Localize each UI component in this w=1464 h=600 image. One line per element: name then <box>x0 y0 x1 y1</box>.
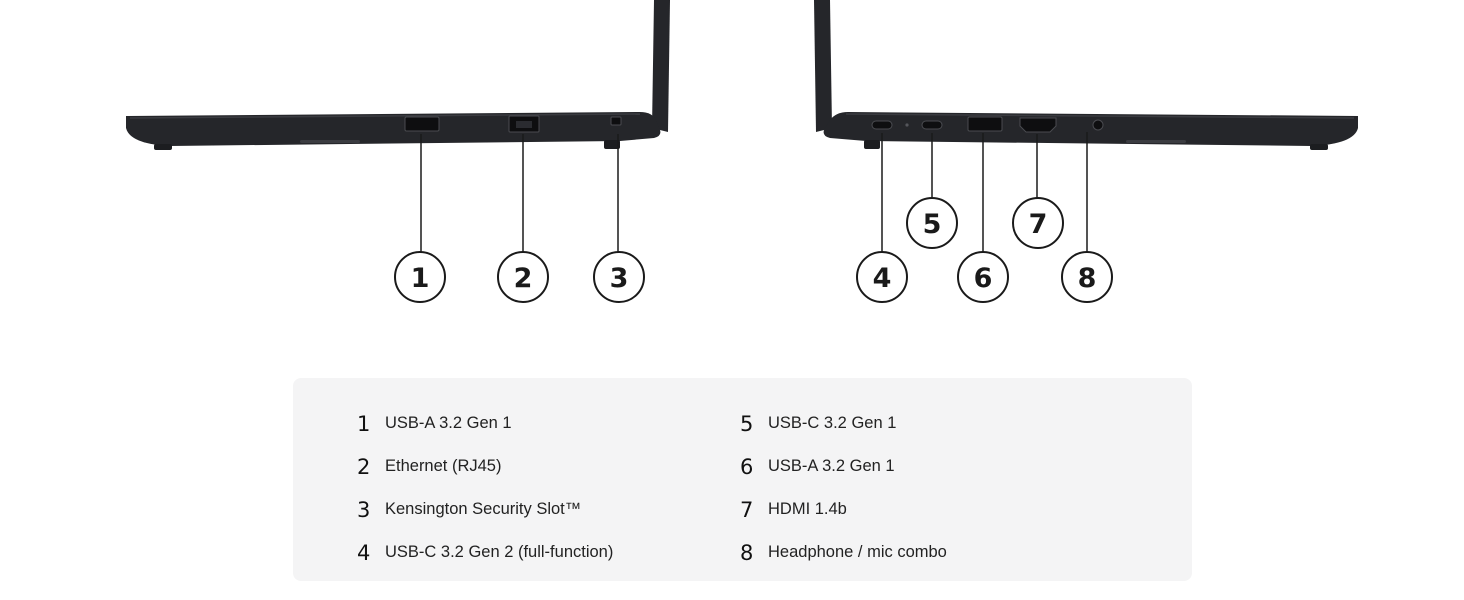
legend-label: USB-C 3.2 Gen 1 <box>768 414 897 432</box>
right-chassis <box>823 112 1358 146</box>
callout-number: 7 <box>1029 209 1048 240</box>
legend-item: 7 HDMI 1.4b <box>740 488 947 531</box>
callout-2: 2 <box>497 251 549 303</box>
legend-number: 8 <box>740 540 754 565</box>
port-hdmi <box>1019 117 1057 133</box>
port-usb-a-left <box>404 116 440 132</box>
port-usb-a-right <box>967 116 1003 132</box>
callout-5: 5 <box>906 197 958 249</box>
legend-item: 1 USB-A 3.2 Gen 1 <box>357 402 613 445</box>
legend-item: 8 Headphone / mic combo <box>740 531 947 574</box>
port-audio-jack <box>1092 119 1104 131</box>
legend-number: 4 <box>357 540 371 565</box>
legend-item: 6 USB-A 3.2 Gen 1 <box>740 445 947 488</box>
callout-6: 6 <box>957 251 1009 303</box>
callout-1: 1 <box>394 251 446 303</box>
legend-number: 3 <box>357 497 371 522</box>
legend-label: USB-C 3.2 Gen 2 (full-function) <box>385 543 614 561</box>
left-side-view <box>126 0 670 150</box>
callout-4: 4 <box>856 251 908 303</box>
callout-3: 3 <box>593 251 645 303</box>
legend-label: Kensington Security Slot™ <box>385 500 582 518</box>
callout-number: 2 <box>514 263 533 294</box>
callout-number: 6 <box>974 263 993 294</box>
callout-number: 4 <box>873 263 892 294</box>
right-foot-front <box>1310 144 1328 150</box>
legend-number: 7 <box>740 497 754 522</box>
legend-label: USB-A 3.2 Gen 1 <box>385 414 512 432</box>
legend-label: USB-A 3.2 Gen 1 <box>768 457 895 475</box>
port-usb-c-gen1 <box>921 120 943 130</box>
callout-number: 5 <box>923 209 942 240</box>
left-foot-rear <box>604 140 620 149</box>
callout-lines <box>420 132 1088 252</box>
port-legend-panel: 1 USB-A 3.2 Gen 1 2 Ethernet (RJ45) 3 Ke… <box>293 378 1192 581</box>
legend-item: 2 Ethernet (RJ45) <box>357 445 613 488</box>
legend-item: 3 Kensington Security Slot™ <box>357 488 613 531</box>
right-foot-rear <box>864 140 880 149</box>
port-usb-c-gen2 <box>871 120 893 130</box>
legend-label: Headphone / mic combo <box>768 543 947 561</box>
right-lid <box>814 0 832 132</box>
legend-column-right: 5 USB-C 3.2 Gen 1 6 USB-A 3.2 Gen 1 7 HD… <box>740 402 947 574</box>
legend-number: 1 <box>357 411 371 436</box>
legend-column-left: 1 USB-A 3.2 Gen 1 2 Ethernet (RJ45) 3 Ke… <box>357 402 613 574</box>
left-foot-front <box>154 144 172 150</box>
legend-item: 4 USB-C 3.2 Gen 2 (full-function) <box>357 531 613 574</box>
callout-number: 1 <box>411 263 430 294</box>
right-side-view <box>814 0 1358 150</box>
port-kensington <box>610 116 622 126</box>
callout-8: 8 <box>1061 251 1113 303</box>
legend-label: HDMI 1.4b <box>768 500 847 518</box>
legend-number: 6 <box>740 454 754 479</box>
callout-number: 8 <box>1078 263 1097 294</box>
callout-7: 7 <box>1012 197 1064 249</box>
laptop-port-diagram: 1 2 3 4 5 6 7 8 <box>126 0 1358 303</box>
legend-label: Ethernet (RJ45) <box>385 457 502 475</box>
legend-number: 5 <box>740 411 754 436</box>
callout-number: 3 <box>610 263 629 294</box>
legend-number: 2 <box>357 454 371 479</box>
left-lid <box>652 0 670 132</box>
legend-item: 5 USB-C 3.2 Gen 1 <box>740 402 947 445</box>
